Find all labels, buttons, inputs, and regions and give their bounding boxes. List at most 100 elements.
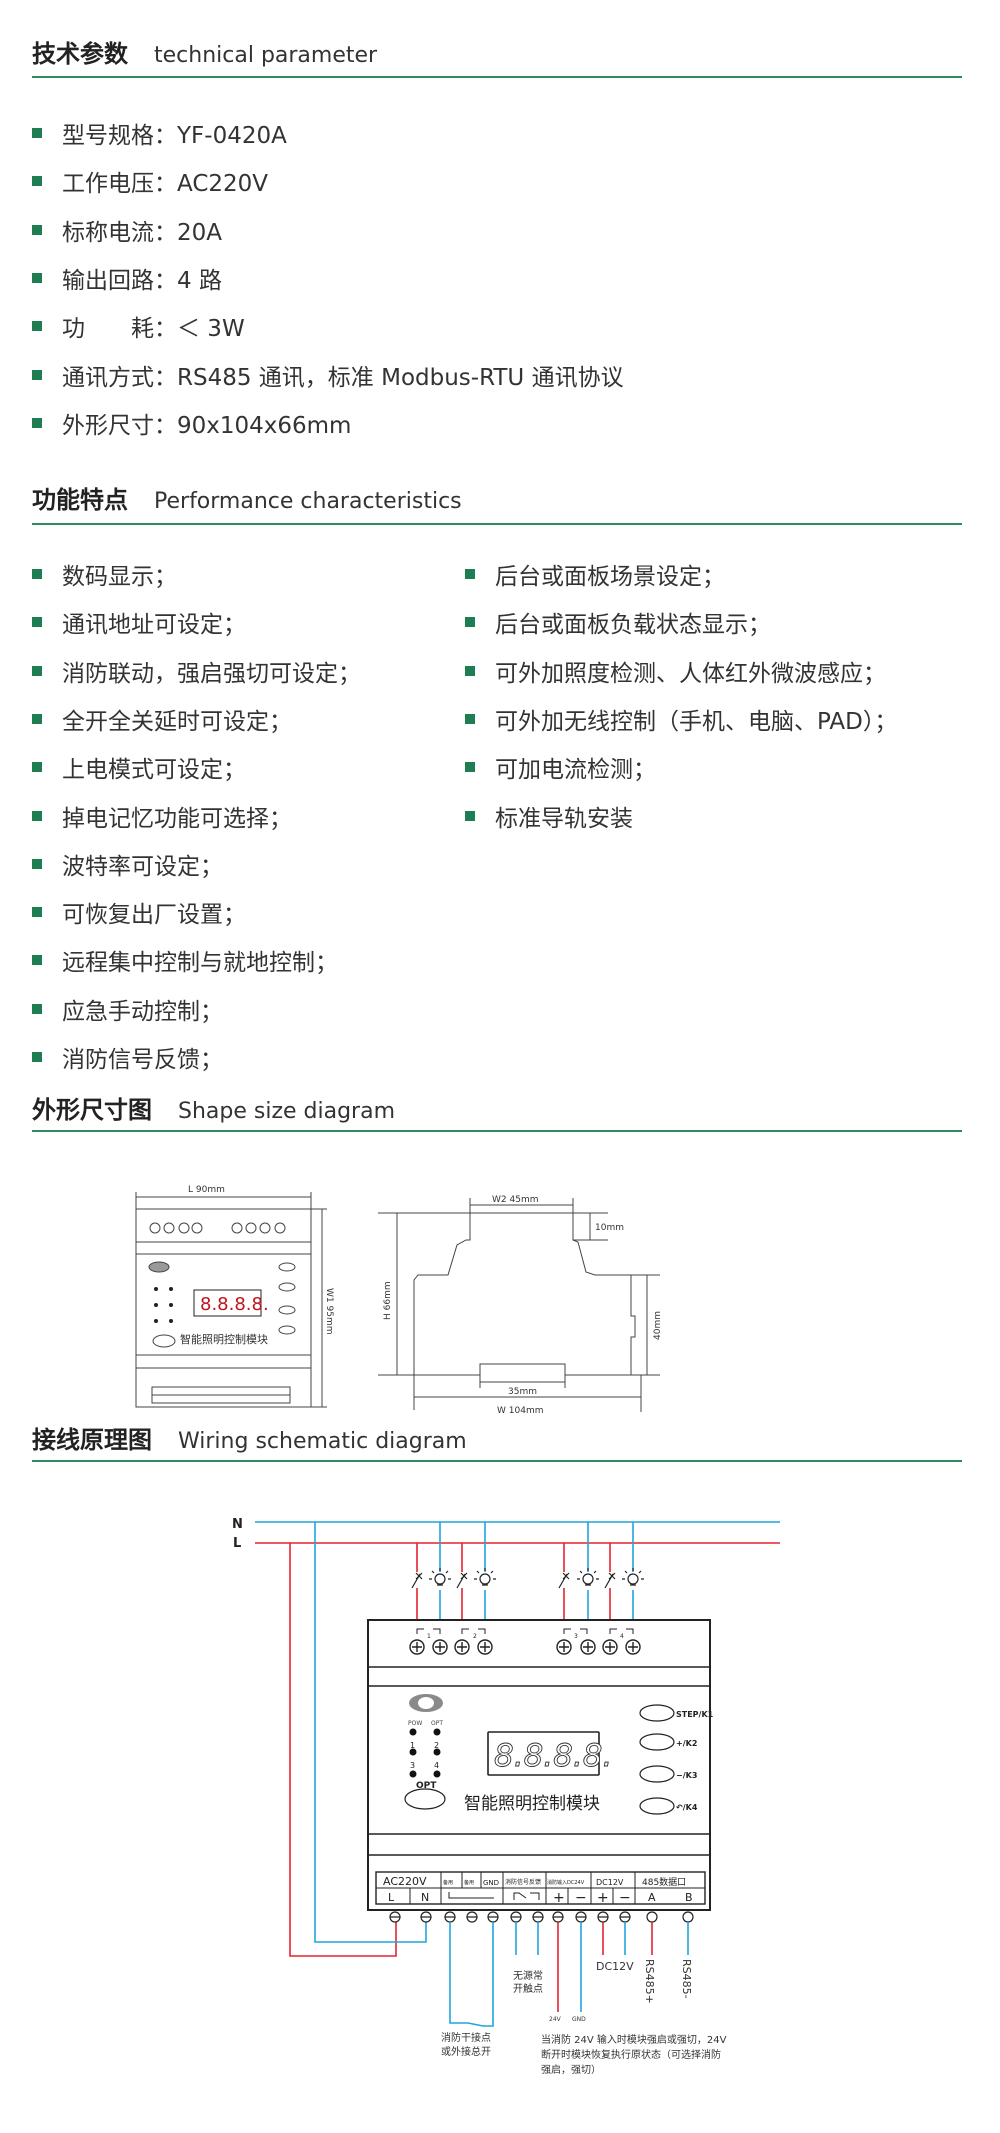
bullet-icon	[465, 617, 475, 628]
list-item-text: 通讯地址可设定；	[62, 612, 246, 639]
list-item: 上电模式可设定；	[32, 750, 246, 784]
terminal-label-block	[375, 1871, 706, 1905]
front-module-name: 智能照明控制模块	[180, 1332, 268, 1346]
switch-icon	[456, 1572, 468, 1589]
list-item-text: 消防信号反馈；	[62, 1047, 223, 1073]
list-item-text: 可外加照度检测、人体红外微波感应；	[495, 660, 886, 687]
list-item-text: 后台或面板场景设定；	[495, 564, 725, 590]
led-pow-label: POW	[408, 1720, 422, 1727]
module-body	[367, 1619, 711, 1911]
list-item-text: 可恢复出厂设置；	[62, 902, 246, 929]
title-en: Performance characteristics	[154, 489, 462, 514]
list-item: 掉电记忆功能可选择；	[32, 799, 292, 833]
bullet-icon	[32, 1052, 42, 1062]
shape-size-diagram: 8.8.8.8. 智能照明控制模块 L 90mm W1 95mm W2 45mm…	[135, 1185, 660, 1416]
bullet-icon	[32, 762, 42, 773]
term-spare1: 备用	[443, 1879, 453, 1886]
button-k4[interactable]	[639, 1797, 675, 1815]
passive-contact-label: 无源常	[513, 1969, 543, 1982]
term-rs485: 485数据口	[642, 1876, 686, 1888]
term-minus: −	[619, 1890, 631, 1906]
n-label: N	[232, 1517, 243, 1532]
divider	[32, 76, 962, 78]
button-k2[interactable]	[639, 1733, 675, 1751]
profile-view: W2 45mm 10mm H 66mm 40mm 35mm W 104mm	[378, 1195, 660, 1416]
24v-label: 24V	[549, 2016, 562, 2023]
lamp-icon	[474, 1568, 496, 1586]
opt-label: OPT	[416, 1781, 437, 1791]
term-plus: +	[553, 1890, 565, 1906]
title-en: Wiring schematic diagram	[178, 1429, 467, 1454]
button-k3[interactable]	[639, 1765, 675, 1783]
bullet-icon	[32, 907, 42, 918]
led-indicators	[409, 1728, 441, 1778]
opt-button[interactable]	[404, 1788, 446, 1810]
term-fire-input: 消防输入DC24V	[547, 1879, 585, 1886]
dry-contact-label: 消防干接点	[441, 2031, 491, 2044]
list-item: 后台或面板负载状态显示；	[465, 605, 771, 639]
list-item-text: 工作电压：AC220V	[62, 171, 269, 198]
relay-num: 1	[427, 1633, 431, 1640]
list-item: 工作电压：AC220V	[32, 164, 268, 198]
list-item-text: 型号规格：YF-0420A	[62, 123, 287, 149]
switch-icon	[604, 1572, 616, 1589]
bullet-icon	[32, 369, 42, 380]
bullet-icon	[465, 713, 475, 724]
divider	[32, 1460, 962, 1462]
list-item-text: 通讯方式：RS485 通讯，标准 Modbus-RTU 通讯协议	[62, 364, 624, 391]
bullet-icon	[32, 665, 42, 676]
section-title-performance: 功能特点 Performance characteristics	[32, 480, 462, 515]
bullet-icon	[32, 321, 42, 332]
lamp-icon	[622, 1568, 644, 1586]
term-a: A	[648, 1891, 656, 1904]
neutral-feed-wire	[314, 1522, 427, 1943]
list-item: 可恢复出厂设置；	[32, 895, 246, 929]
list-item-text: 标准导轨安装	[495, 805, 633, 832]
list-item-text: 全开全关延时可设定；	[62, 708, 292, 735]
title-zh: 接线原理图	[32, 1426, 152, 1454]
led-3-label: 3	[410, 1761, 415, 1770]
list-item-text: 上电模式可设定；	[62, 757, 246, 784]
bullet-icon	[465, 665, 475, 676]
list-item: 可加电流检测；	[465, 750, 656, 784]
list-item: 消防联动，强启强切可设定；	[32, 654, 361, 688]
relay-num: 4	[620, 1633, 624, 1640]
list-item-text: 后台或面板负载状态显示；	[495, 612, 771, 639]
wiring-diagram: N L 1 2 3 4 POW OPT	[232, 1517, 780, 2076]
button-k3-label: −/K3	[676, 1771, 697, 1780]
term-ac220v: AC220V	[383, 1875, 427, 1888]
dim-w: W 104mm	[497, 1406, 543, 1416]
list-item-text: 数码显示；	[62, 564, 177, 590]
list-item: 应急手动控制；	[32, 992, 223, 1026]
term-plus: +	[597, 1890, 609, 1906]
dim-w1: W1 95mm	[324, 1288, 334, 1334]
relay-num: 3	[574, 1633, 578, 1640]
term-l: L	[388, 1891, 395, 1904]
bottom-terminals	[389, 1911, 694, 1923]
list-item: 通讯方式：RS485 通讯，标准 Modbus-RTU 通讯协议	[32, 358, 624, 392]
divider	[32, 1130, 962, 1132]
bullet-icon	[32, 955, 42, 966]
l-label: L	[233, 1536, 241, 1551]
live-feed-wire	[289, 1543, 397, 1957]
led-2-label: 2	[434, 1741, 439, 1750]
note-line: 断开时模块恢复执行原状态（可选择消防	[541, 2048, 721, 2061]
led-4-label: 4	[434, 1761, 439, 1770]
logo	[409, 1694, 443, 1712]
list-item-text: 标称电流：20A	[62, 219, 223, 246]
note-line: 强启，强切）	[541, 2063, 601, 2076]
title-en: technical parameter	[154, 43, 378, 68]
digit-display	[487, 1731, 600, 1776]
list-item-text: 可加电流检测；	[495, 757, 656, 784]
list-item: 全开全关延时可设定；	[32, 702, 292, 736]
list-item-text: 波特率可设定；	[62, 853, 223, 880]
list-item: 后台或面板场景设定；	[465, 557, 725, 591]
list-item: 输出回路：4 路	[32, 261, 222, 295]
dim-h: H 66mm	[383, 1281, 393, 1320]
bullet-icon	[32, 617, 42, 628]
dim-35: 35mm	[508, 1387, 537, 1397]
bullet-icon	[32, 176, 42, 187]
list-item: 可外加无线控制（手机、电脑、PAD）；	[465, 702, 897, 736]
button-k1[interactable]	[639, 1704, 675, 1722]
rs485-plus-label: RS485+	[643, 1959, 656, 2004]
